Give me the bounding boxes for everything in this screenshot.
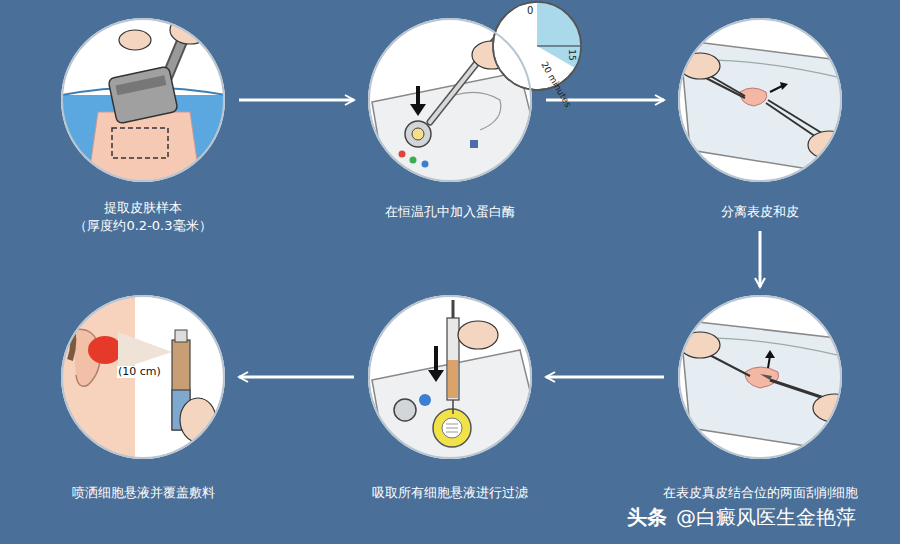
step-circle: 提取皮肤样本（厚度约0.2-0.3毫米）	[61, 18, 225, 182]
filter-art-part	[452, 300, 455, 318]
spray-art-part	[88, 336, 122, 364]
timer-clock-part	[493, 2, 581, 90]
enzyme-well-art-part	[470, 140, 478, 148]
flow-arrow	[546, 376, 664, 379]
caption-text: 分离表皮和皮	[620, 203, 900, 221]
spray-art-part	[175, 330, 187, 342]
flow-arrow	[759, 231, 762, 287]
caption-text: 吸取所有细胞悬液进行过滤	[310, 484, 590, 502]
separate-art-part	[808, 131, 852, 159]
circle-border	[369, 296, 531, 458]
flow-arrow	[239, 99, 354, 102]
spray-art	[55, 295, 216, 465]
circle-outline	[678, 18, 842, 182]
filter-art-part	[452, 400, 454, 414]
timer-clock-part	[537, 45, 581, 46]
filter-art-part	[442, 418, 462, 438]
filter-art-part	[394, 399, 416, 421]
distance-label: (10 cm)	[117, 366, 162, 378]
caption-text: 喷洒细胞悬液并覆盖敷料	[3, 484, 283, 502]
filter-art-part	[428, 370, 444, 382]
caption-text: 在表皮真皮结合位的两面刮削细胞	[620, 484, 900, 502]
filter-art-part	[446, 424, 458, 432]
circle-outline	[678, 295, 842, 459]
enzyme-well-art-part	[416, 86, 420, 106]
separate-art-part	[770, 86, 782, 92]
step-circle: 吸取所有细胞悬液进行过滤	[368, 295, 532, 459]
step-caption: 在恒温孔中加入蛋白酶	[310, 203, 590, 221]
circle-border	[679, 19, 841, 181]
filter-art-part	[419, 394, 431, 406]
circle-ground-part	[61, 295, 225, 459]
step-circle: 在恒温孔中加入蛋白酶	[368, 18, 532, 182]
circle-border	[679, 296, 841, 458]
spray-art-part	[55, 295, 135, 465]
circle-outline	[61, 18, 225, 182]
timer-clock	[493, 2, 581, 90]
flow-arrow	[239, 376, 354, 379]
spray-art-part	[118, 332, 172, 370]
separate-art-part	[768, 100, 825, 135]
enzyme-well-art-part	[455, 92, 501, 130]
caption-text: （厚度约0.2-0.3毫米）	[3, 217, 283, 235]
scrape-art-part	[745, 367, 779, 388]
filter-art-part	[448, 360, 458, 398]
skin-harvest-art-part	[119, 30, 151, 50]
step-circle: 分离表皮和皮	[678, 18, 842, 182]
caption-text: 在恒温孔中加入蛋白酶	[310, 203, 590, 221]
step-caption: 喷洒细胞悬液并覆盖敷料	[3, 484, 283, 502]
skin-harvest-art-part	[108, 66, 178, 124]
enzyme-well-art-part	[410, 157, 417, 164]
circle-outline	[368, 18, 532, 182]
separate-art-part	[702, 76, 745, 98]
caption-text: 提取皮肤样本	[3, 199, 283, 217]
step-caption: 在表皮真皮结合位的两面刮削细胞	[620, 484, 900, 502]
separate-art	[680, 40, 855, 175]
circle-border	[62, 19, 224, 181]
enzyme-well-art-part	[410, 104, 426, 116]
step-caption: 提取皮肤样本（厚度约0.2-0.3毫米）	[3, 199, 283, 235]
step-caption: 分离表皮和皮	[620, 203, 900, 221]
skin-harvest-art-part	[115, 75, 166, 95]
skin-harvest-art-part	[112, 128, 168, 158]
scrape-art-part	[760, 374, 772, 380]
circle-border	[62, 296, 224, 458]
skin-harvest-art-part	[170, 16, 210, 44]
filter-art-part	[434, 346, 438, 372]
skin-harvest-art-part	[86, 112, 202, 195]
watermark: @白癜风医生金艳萍	[676, 506, 856, 528]
filter-art-part	[433, 409, 471, 447]
watermark: 头条	[627, 506, 667, 528]
enzyme-well-art-part	[412, 128, 424, 140]
scrape-art	[680, 320, 857, 452]
skin-harvest-art	[55, 16, 235, 195]
scrape-art-part	[765, 350, 775, 358]
step-caption: 吸取所有细胞悬液进行过滤	[310, 484, 590, 502]
enzyme-well-art-part	[422, 161, 429, 168]
timer-label: 15	[566, 49, 576, 60]
filter-art-part	[458, 321, 498, 349]
circle-outline	[368, 295, 532, 459]
enzyme-well-art-part	[405, 121, 431, 147]
circle-border	[369, 19, 531, 181]
separate-art-part	[680, 40, 855, 175]
enzyme-well-art-part	[399, 151, 406, 158]
timer-clock-part	[537, 2, 581, 68]
scrape-art-part	[680, 320, 855, 452]
timer-label: 0	[527, 5, 533, 16]
timer-clock-part	[493, 2, 581, 90]
step-circle: 在表皮真皮结合位的两面刮削细胞	[678, 295, 842, 459]
filter-art-part	[447, 318, 459, 400]
filter-art	[372, 300, 545, 470]
separate-art-part	[780, 82, 788, 90]
